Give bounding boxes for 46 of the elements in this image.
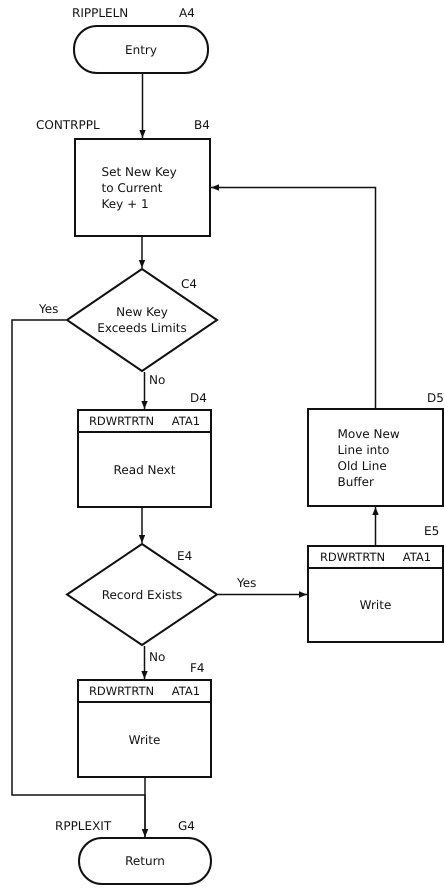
arrow [139, 74, 146, 138]
node-text: Entry [125, 42, 157, 58]
node-text: New Key Exceeds Limits [97, 304, 187, 336]
entry-point-name: CONTRPPL [36, 118, 100, 132]
routine-header: RDWRTRTN ATA1 [309, 547, 442, 569]
grid-reference: A4 [179, 6, 195, 20]
arrow [138, 237, 146, 268]
arrow [372, 507, 379, 545]
arrow [141, 372, 148, 409]
arrow [141, 646, 148, 679]
node-text: Return [125, 853, 165, 869]
decision-diamond [66, 268, 218, 372]
decision-diamond [66, 543, 218, 646]
node-text: Write [128, 732, 160, 748]
routine-header: RDWRTRTN ATA1 [79, 681, 210, 703]
grid-reference: E4 [177, 549, 192, 563]
grid-reference: D5 [427, 391, 444, 405]
edge-label: No [148, 373, 166, 387]
arrow [218, 591, 307, 598]
edge-label: Yes [236, 576, 258, 590]
process-box [74, 138, 211, 237]
edge-label: Yes [38, 302, 60, 316]
node-text: Read Next [114, 462, 176, 478]
grid-reference: B4 [194, 118, 210, 132]
terminal-shape [73, 25, 209, 74]
node-text: Set New Key to Current Key + 1 [102, 164, 178, 212]
process-box [307, 545, 444, 643]
arrow [138, 508, 146, 543]
edge-label: No [148, 650, 166, 664]
terminal-shape [78, 837, 212, 885]
arrow [211, 184, 376, 408]
process-box [307, 408, 444, 507]
node-text: Move New Line into Old Line Buffer [338, 426, 401, 490]
process-box [77, 409, 212, 508]
arrow [142, 778, 148, 837]
node-text: Write [360, 597, 392, 613]
routine-header: RDWRTRTN ATA1 [79, 411, 210, 433]
grid-reference: E5 [424, 524, 440, 538]
grid-reference: G4 [178, 819, 195, 833]
grid-reference: D4 [190, 391, 207, 405]
node-text: Record Exists [102, 586, 182, 602]
entry-point-name: RIPPLELN [72, 6, 128, 20]
process-box [77, 679, 212, 778]
grid-reference: C4 [181, 277, 198, 291]
entry-point-name: RPPLEXIT [55, 819, 112, 833]
grid-reference: F4 [190, 661, 205, 675]
